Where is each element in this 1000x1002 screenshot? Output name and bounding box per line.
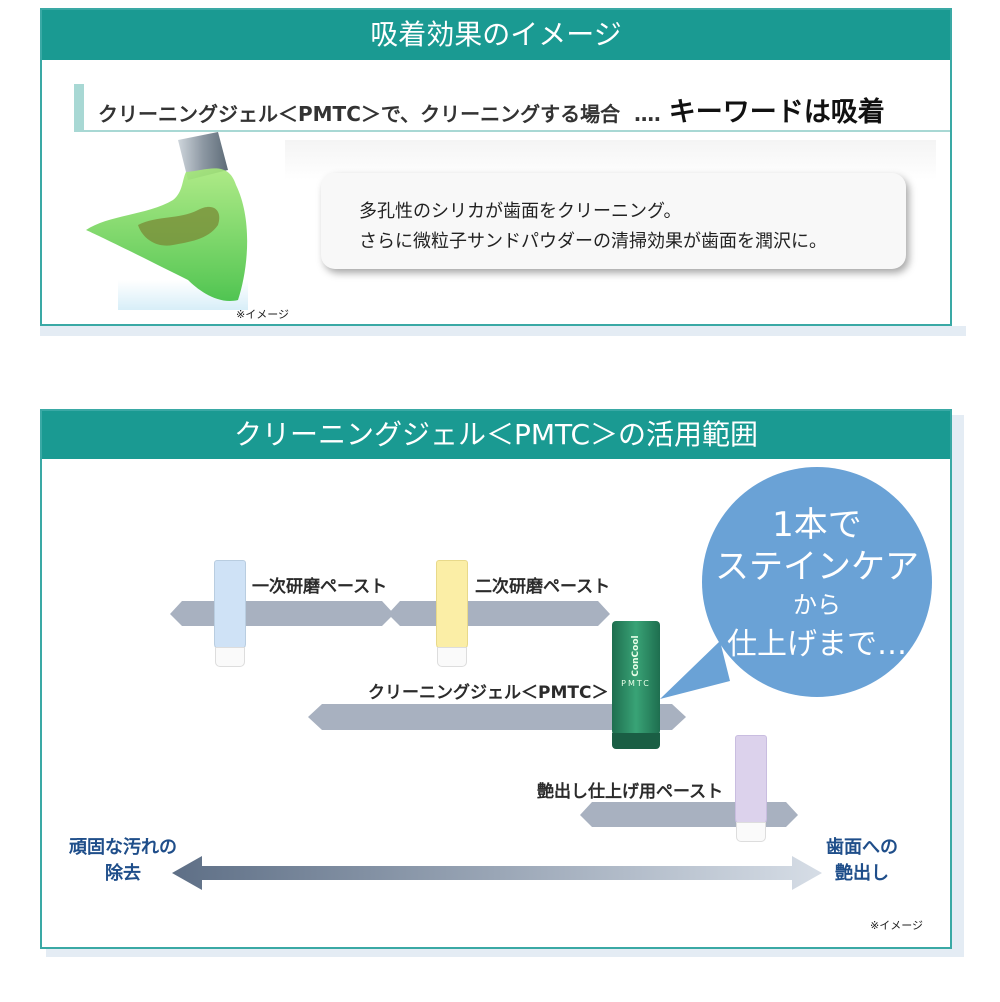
product-label-secondary: 二次研磨ペースト [475, 577, 611, 597]
product-label-gloss: 艶出し仕上げ用ペースト [537, 782, 724, 802]
tagline-line-2: ステインケア [715, 547, 919, 587]
bubble-line-2: さらに微粒子サンドパウダーの清掃効果が歯面を潤沢に。 [359, 231, 827, 252]
product-label-cleaning-gel: クリーニングジェル＜PMTC＞ [368, 683, 609, 703]
heading-keyword: キーワードは吸着 [668, 97, 885, 128]
gel-illustration [86, 132, 248, 310]
tagline-line-3: から [793, 591, 841, 619]
cleaning-gel-cap [612, 733, 660, 749]
image-note: ※イメージ [870, 919, 923, 932]
secondary-paste-tube [436, 560, 468, 667]
speech-bubble-tail [660, 641, 730, 699]
panel-shadow [46, 949, 964, 957]
section-heading: クリーニングジェル＜PMTC＞で、クリーニングする場合 ‥‥ キーワードは吸着 [98, 90, 885, 129]
axis-right-label: 歯面への 艶出し [812, 835, 912, 887]
tagline-line-4: 仕上げまで… [727, 627, 907, 662]
tagline-bubble: 1本で ステインケア から 仕上げまで… [702, 467, 932, 697]
axis-left-line-2: 除去 [105, 863, 141, 884]
panel-shadow [40, 326, 966, 336]
cleaning-gel-tube: ConCool PMTC [612, 621, 660, 735]
instrument-tip [178, 132, 228, 180]
gloss-paste-tube [735, 735, 767, 842]
axis-right-line-1: 歯面への [826, 837, 898, 858]
image-note: ※イメージ [236, 308, 289, 321]
tube-brand: ConCool [631, 635, 641, 677]
primary-paste-tube [214, 560, 246, 667]
axis-arrow [172, 856, 822, 890]
tagline-line-1: 1本で [772, 505, 862, 545]
usage-range-panel: クリーニングジェル＜PMTC＞の活用範囲 ConCool PMTC 一次研磨ペー… [40, 409, 952, 949]
adsorption-effect-panel: 吸着効果のイメージ クリーニングジェル＜PMTC＞で、クリーニングする場合 ‥‥ キ… [40, 8, 952, 326]
bubble-line-1: 多孔性のシリカが歯面をクリーニング。 [359, 201, 682, 222]
axis-left-line-1: 頑固な汚れの [69, 837, 177, 858]
heading-dots: ‥‥ [634, 102, 661, 126]
panel-shadow [952, 415, 964, 955]
range-bar-primary-paste [170, 601, 394, 626]
range-bar-secondary-paste [388, 601, 610, 626]
panel-header: クリーニングジェル＜PMTC＞の活用範囲 [42, 411, 950, 459]
tube-text: PMTC [621, 679, 651, 688]
product-label-primary: 一次研磨ペースト [252, 577, 388, 597]
explanation-bubble: 多孔性のシリカが歯面をクリーニング。 さらに微粒子サンドパウダーの清掃効果が歯面… [321, 173, 906, 269]
stain-shape [138, 206, 220, 246]
heading-main: クリーニングジェル＜PMTC＞で、クリーニングする場合 [98, 102, 621, 126]
heading-accent-bar [74, 84, 84, 130]
range-bar-cleaning-gel [308, 704, 686, 730]
panel-header: 吸着効果のイメージ [42, 10, 950, 60]
heading-underline [74, 130, 950, 132]
axis-left-label: 頑固な汚れの 除去 [48, 835, 198, 887]
axis-right-line-2: 艶出し [835, 863, 889, 884]
